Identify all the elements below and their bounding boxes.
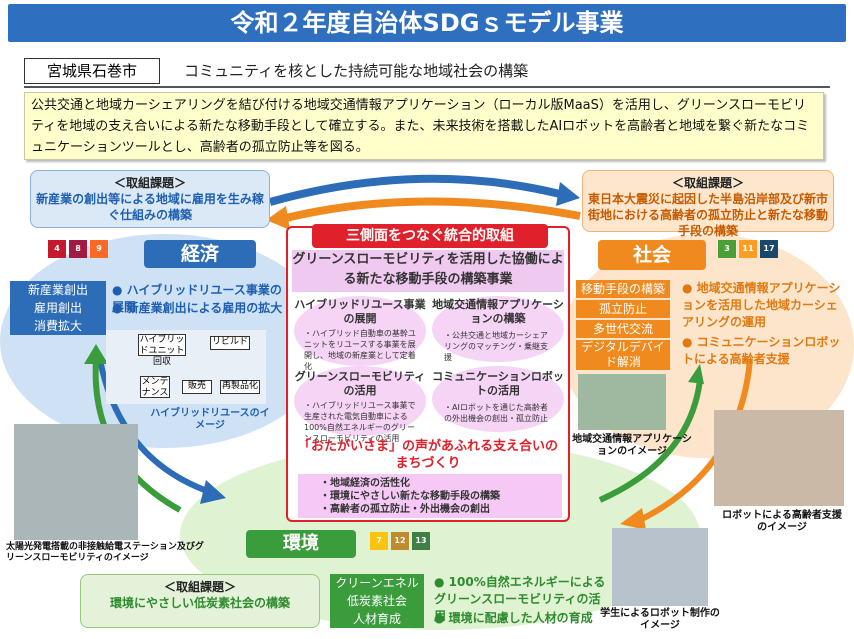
outcome-item: ・地域経済の活性化: [320, 478, 410, 489]
cell-body: ・公共交通と地域カーシェアリングのマッチング・乗継支援: [444, 331, 548, 362]
environment-issue-text: 環境にやさしい低炭素社会の構築: [109, 596, 290, 610]
robot-elderly-photo: [714, 410, 844, 506]
cell-title: グリーンスローモビリティの活用: [294, 370, 426, 397]
economy-tag: 雇用創出: [10, 299, 106, 317]
cell-title: ハイブリッドリユース事業の展開: [294, 298, 426, 325]
society-tag: 多世代交流: [576, 320, 670, 338]
environment-issue-box: ＜取組課題＞ 環境にやさしい低炭素社会の構築: [80, 574, 320, 628]
economy-heading: 経済: [144, 240, 256, 268]
sdg-goal-icon: 7: [370, 532, 388, 550]
outcome-item: ・環境にやさしい新たな移動手段の構築: [320, 491, 500, 502]
diagram-step: 販売: [182, 380, 212, 394]
app-caption: 地域交通情報アプリケーションのイメージ: [572, 434, 692, 457]
society-tag: 移動手段の構築: [576, 280, 670, 298]
student-robot-photo: [612, 528, 708, 606]
society-issue-box: ＜取組課題＞ 東日本大震災に起因した半島沿岸部及び新市街地における高齢者の孤立防…: [582, 170, 834, 238]
society-bullet-text: 地域交通情報アプリケーションを活用した地域カーシェアリングの運用: [682, 281, 841, 329]
project-tagline: コミュニティを核とした持続可能な地域社会の構築: [184, 62, 529, 80]
economy-bullet-text: 新産業創出による雇用の拡大: [126, 301, 283, 315]
integrated-subtitle: グリーンスローモビリティを活用した協働による新たな移動手段の構築事業: [292, 250, 564, 292]
cell-title: 地域交通情報アプリケーションの構築: [432, 298, 564, 325]
economy-sdg-icons: 4 8 9: [48, 240, 138, 262]
issue-header: ＜取組課題＞: [671, 176, 744, 190]
sdg-goal-icon: 17: [760, 240, 778, 258]
initiative-cell: コミュニケーションロボットの活用 ・AIロボットを通じた高齢者の外出機会の創出・…: [432, 366, 564, 432]
economy-bullet: ● ハイブリッドリユース事業の展開: [112, 283, 282, 314]
diagram-step: メンテナンス: [140, 376, 170, 398]
economy-bullet-text: ハイブリッドリユース事業の展開: [112, 283, 282, 314]
initiative-cell: グリーンスローモビリティの活用 ・ハイブリッドリユース事業で生産された電気自動車…: [294, 366, 426, 443]
economy-tag: 新産業創出: [10, 281, 106, 299]
society-bullet: ● コミュニケーションロボットによる高齢者支援: [682, 335, 841, 366]
economy-issue-box: ＜取組課題＞ 新産業の創出等による地域に雇用を生み稼ぐ仕組みの構築: [30, 170, 270, 228]
economy-issue-text: 新産業の創出等による地域に雇用を生み稼ぐ仕組みの構築: [36, 192, 264, 222]
issue-header: ＜取組課題＞: [163, 580, 236, 594]
issue-header: ＜取組課題＞: [113, 176, 186, 190]
charging-station-photo: [14, 424, 138, 540]
diagram-step: リビルド: [210, 336, 250, 350]
sdg-goal-icon: 9: [90, 240, 108, 258]
station-caption: 太陽光発電搭載の非接触給電ステーション及びグリーンスローモビリティのイメージ: [6, 542, 204, 563]
outcome-item: ・高齢者の孤立防止・外出機会の創出: [320, 504, 490, 515]
society-issue-text: 東日本大震災に起因した半島沿岸部及び新市街地における高齢者の孤立防止と新たな移動…: [587, 192, 828, 238]
cell-body: ・AIロボットを通じた高齢者の外出機会の創出・孤立防止: [444, 403, 548, 423]
society-bullet-text: コミュニケーションロボットによる高齢者支援: [682, 335, 841, 366]
environment-tag: 人材育成: [330, 610, 424, 628]
motto: 「おたがいさま」の声があふれる支え合いのまちづくり: [297, 439, 558, 471]
outcomes-box: ・地域経済の活性化 ・環境にやさしい新たな移動手段の構築 ・高齢者の孤立防止・外…: [298, 474, 562, 518]
sdg-goal-icon: 8: [69, 240, 87, 258]
city-name: 宮城県石巻市: [24, 58, 160, 84]
cell-body: ・ハイブリッドリユース事業で生産された電気自動車による100%自然エネルギーのグ…: [304, 401, 416, 443]
hybrid-reuse-caption: ハイブリッドリユースのイメージ: [150, 408, 270, 431]
environment-bullet-text: 環境に配慮した人材の育成: [448, 611, 593, 625]
environment-tag: クリーンエネルギー: [330, 574, 424, 608]
environment-bullet: ● 100%自然エネルギーによるグリーンスローモビリティの活用: [434, 575, 606, 623]
student-caption: 学生によるロボット制作のイメージ: [600, 608, 720, 631]
summary-text: 公共交通と地域カーシェアリングを結び付ける地域交通情報アプリケーション（ローカル…: [24, 92, 824, 160]
diagram-step: 再製品化: [220, 380, 260, 394]
integrated-header: 三側面をつなぐ統合的取組: [312, 224, 548, 248]
sdg-goal-icon: 4: [48, 240, 66, 258]
environment-bullet: ● 環境に配慮した人材の育成: [434, 611, 593, 625]
environment-bullet-text: 100%自然エネルギーによるグリーンスローモビリティの活用: [434, 575, 606, 623]
hybrid-reuse-diagram: ハイブリッドユニット回収 リビルド メンテナンス 販売 再製品化: [106, 330, 266, 404]
initiative-cell: ハイブリッドリユース事業の展開 ・ハイブリッド自動車の基幹ユニットをリユースする…: [294, 296, 426, 371]
society-bullet: ● 地域交通情報アプリケーションを活用した地域カーシェアリングの運用: [682, 281, 841, 329]
environment-tag: 低炭素社会: [330, 592, 424, 610]
robot-caption: ロボットによる高齢者支援のイメージ: [722, 510, 842, 533]
economy-tag: 消費拡大: [10, 317, 106, 335]
diagram-step: ハイブリッドユニット回収: [138, 334, 186, 367]
sdg-goal-icon: 3: [718, 240, 736, 258]
society-sdg-icons: 3 11 17: [718, 240, 798, 262]
sdg-goal-icon: 13: [412, 532, 430, 550]
cell-body: ・ハイブリッド自動車の基幹ユニットをリユースする事業を展開し、地域の新産業として…: [304, 329, 416, 371]
economy-bullet: ● 新産業創出による雇用の拡大: [112, 301, 283, 315]
society-tag: 孤立防止: [576, 300, 670, 318]
sdg-goal-icon: 11: [739, 240, 757, 258]
society-tag: デジタルデバイド解消: [576, 340, 670, 370]
app-image: [578, 374, 666, 430]
divider: [24, 86, 830, 88]
initiative-cell: 地域交通情報アプリケーションの構築 ・公共交通と地域カーシェアリングのマッチング…: [432, 296, 564, 362]
cell-title: コミュニケーションロボットの活用: [432, 370, 564, 397]
sdg-goal-icon: 12: [391, 532, 409, 550]
society-heading: 社会: [598, 240, 706, 270]
environment-heading: 環境: [246, 530, 356, 558]
page-title: 令和２年度自治体SDGｓモデル事業: [8, 4, 846, 42]
environment-sdg-icons: 7 12 13: [370, 532, 450, 554]
